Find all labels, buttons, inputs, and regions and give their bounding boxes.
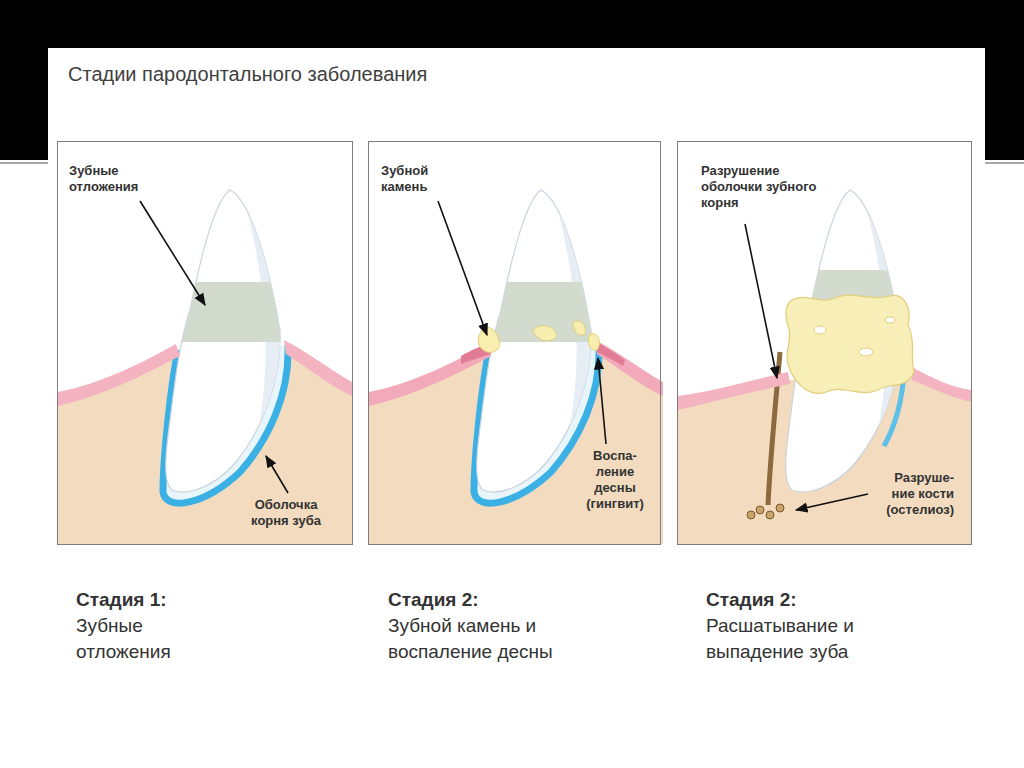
- tooth-stage-2: [369, 190, 663, 544]
- inflamed-gum: [595, 340, 663, 396]
- callout-label: Разрушение оболочки зубного корня: [701, 163, 829, 211]
- leader-arrow: [266, 456, 288, 493]
- gum: [284, 340, 352, 396]
- tartar-pit: [814, 326, 826, 334]
- leader-arrow: [745, 224, 777, 378]
- slide-rule: [0, 162, 48, 164]
- callout-label: Разруше- ние кости (остелиоз): [872, 470, 954, 518]
- stage-heading: Стадия 1:: [76, 588, 316, 612]
- tooth-stage-3: [678, 190, 972, 544]
- leader-lines: [140, 201, 868, 510]
- tartar-pit: [885, 317, 895, 323]
- tartar: [478, 327, 500, 352]
- tartar: [573, 321, 585, 335]
- plaque: [150, 282, 300, 342]
- tartar-pit: [859, 348, 873, 356]
- stage-panel: Зубные отложенияОболочка корня зубаСтади…: [57, 141, 353, 545]
- diagram-title: Стадии пародонтального заболевания: [68, 63, 427, 86]
- bone-debris: [776, 504, 784, 512]
- gum: [58, 344, 180, 406]
- leader-arrow: [140, 201, 205, 305]
- gum: [910, 366, 972, 402]
- callout-label: Воспа- ление десны (гингвит): [579, 448, 651, 512]
- bone-debris: [747, 511, 755, 519]
- tartar: [588, 334, 599, 350]
- slide-rule: [985, 162, 1024, 164]
- stage-heading: Стадия 2:: [706, 588, 946, 612]
- stage-text: Расшатывание и выпадение зуба: [706, 613, 884, 665]
- stage-text: Зубные отложения: [76, 613, 226, 665]
- tooth-stage-1: [58, 190, 352, 544]
- leader-arrow: [598, 358, 606, 444]
- callout-label: Зубные отложения: [69, 163, 161, 195]
- bone-debris: [756, 506, 764, 514]
- inflamed-gum-edge: [597, 342, 625, 366]
- stage-panel: Разрушение оболочки зубного корняРазруше…: [677, 141, 972, 545]
- tartar: [786, 295, 914, 393]
- stage-heading: Стадия 2:: [388, 588, 628, 612]
- leader-arrow: [796, 494, 868, 510]
- stage-panel: Зубной каменьВоспа- ление десны (гингвит…: [368, 141, 661, 545]
- stage-text: Зубной камень и воспаление десны: [388, 613, 566, 665]
- gum: [678, 372, 790, 410]
- bone-debris: [766, 511, 774, 519]
- callout-label: Оболочка корня зуба: [240, 497, 332, 529]
- tartar: [533, 326, 557, 341]
- slide-sheet: [48, 48, 985, 768]
- leader-arrow: [438, 201, 487, 335]
- callout-label: Зубной камень: [381, 163, 463, 195]
- inflamed-gum: [369, 344, 491, 406]
